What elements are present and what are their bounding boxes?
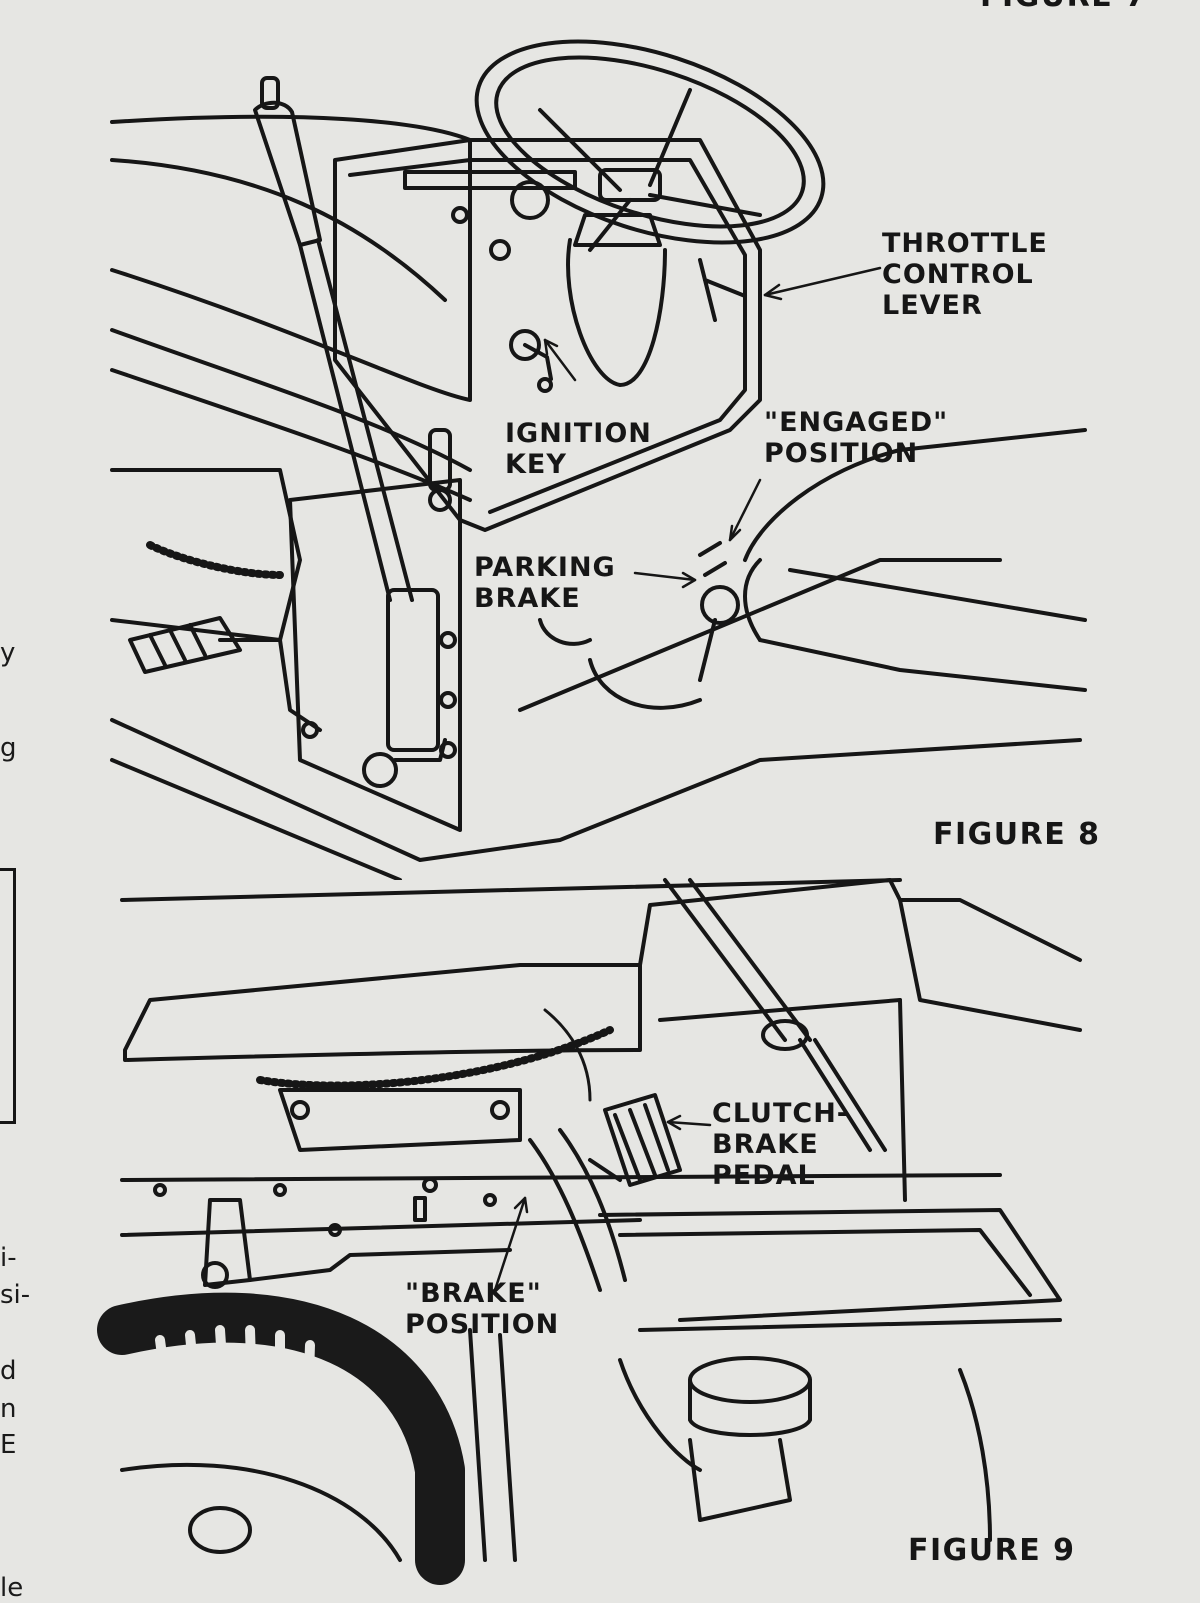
ignition-key-label: IGNITION KEY bbox=[505, 418, 652, 481]
margin-fragment: le bbox=[0, 1573, 24, 1603]
figure-8-tractor-illustration bbox=[110, 39, 1087, 880]
margin-fragment: g bbox=[0, 733, 17, 763]
margin-fragment: y bbox=[0, 638, 16, 668]
margin-fragment: E bbox=[0, 1430, 17, 1460]
figure-9-title: FIGURE 9 bbox=[908, 1533, 1076, 1568]
engaged-position-label: "ENGAGED" POSITION bbox=[764, 407, 949, 470]
brake-position-label: "BRAKE" POSITION bbox=[405, 1278, 560, 1341]
figure-8-title: FIGURE 8 bbox=[933, 817, 1101, 852]
figure-7-title-partial: FIGURE 7 bbox=[980, 0, 1148, 15]
margin-fragment: si- bbox=[0, 1280, 31, 1310]
parking-brake-label: PARKING BRAKE bbox=[474, 552, 616, 615]
margin-fragment: d bbox=[0, 1356, 17, 1386]
margin-fragment: n bbox=[0, 1394, 17, 1424]
margin-fragment: i- bbox=[0, 1243, 17, 1273]
throttle-control-lever-label: THROTTLE CONTROL LEVER bbox=[882, 228, 1048, 322]
clutch-brake-pedal-label: CLUTCH- BRAKE PEDAL bbox=[712, 1098, 850, 1192]
margin-box-border bbox=[0, 868, 16, 1124]
